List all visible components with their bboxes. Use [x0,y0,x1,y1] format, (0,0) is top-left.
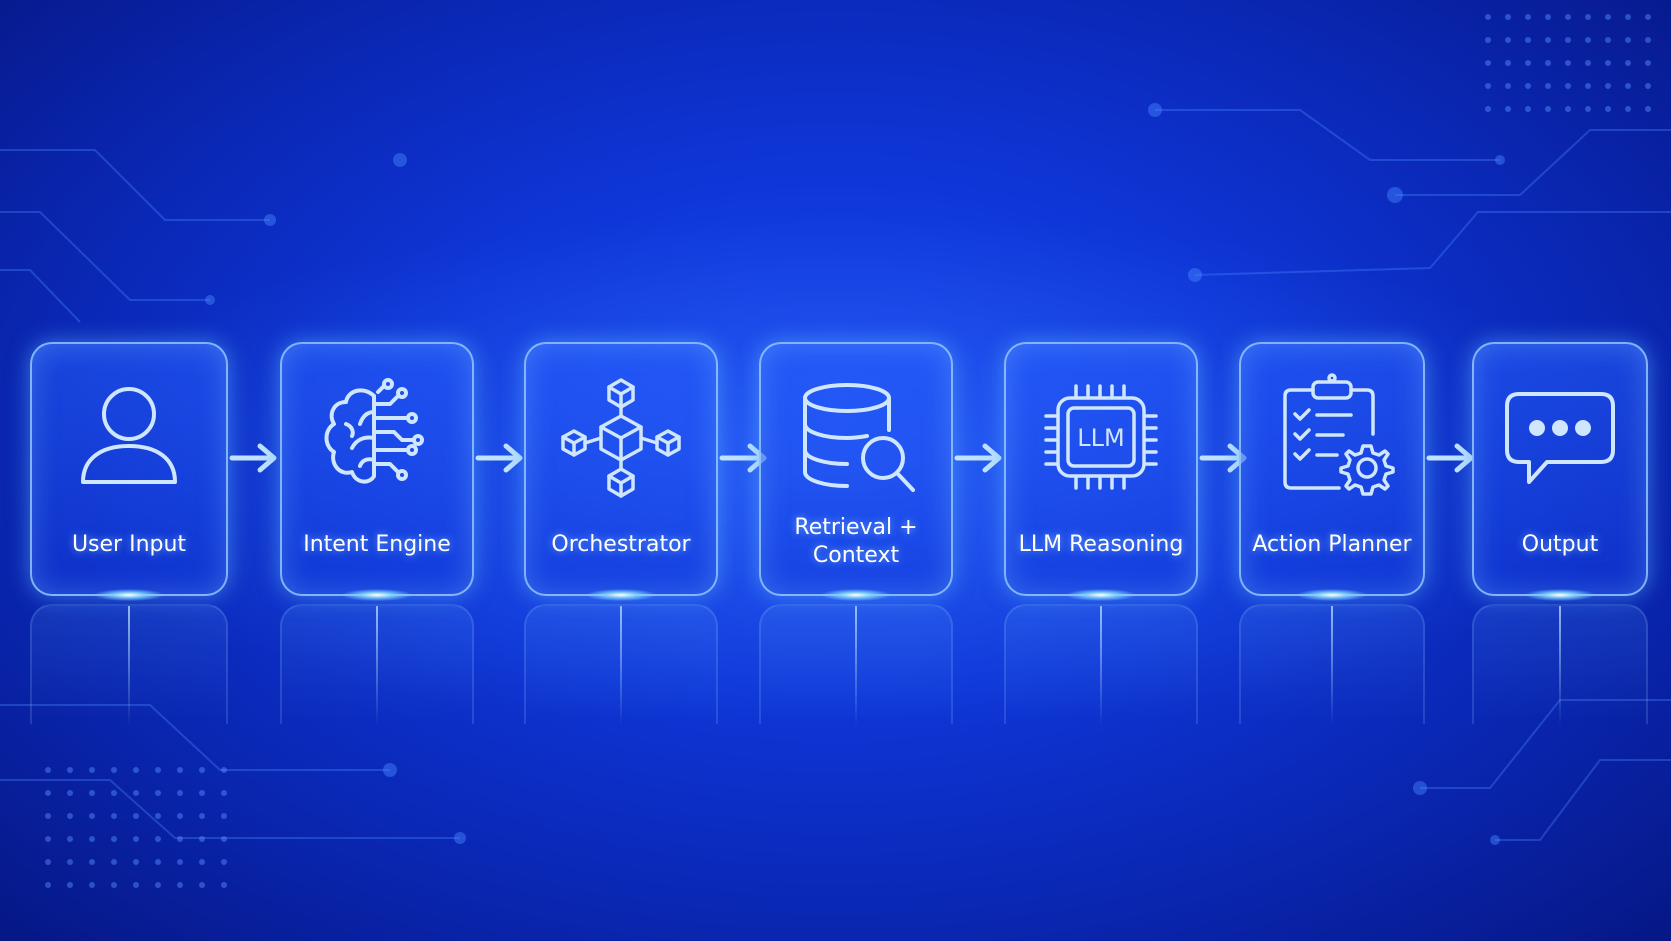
step-label: LLM Reasoning [1018,532,1184,557]
llm-chip-icon: LLM [1036,372,1166,502]
card-reflection [759,604,953,726]
step-retrieval-context: Retrieval + Context [759,342,953,601]
step-label: User Input [71,532,187,557]
card-reflection [524,604,718,726]
step-orchestrator: Orchestrator [524,342,718,601]
clipboard-gear-icon [1267,372,1397,502]
step-output: Output [1472,342,1648,601]
step-intent-engine: Intent Engine [280,342,474,601]
step-user-input: User Input [30,342,228,601]
card-reflection [280,604,474,726]
arrow-right-icon [228,441,280,475]
step-label: Retrieval + Context [794,515,918,568]
card-reflection [1004,604,1198,726]
connected-cubes-icon [556,372,686,502]
step-label: Intent Engine [303,532,451,557]
card-reflection [1472,604,1648,726]
step-llm-reasoning: LLM LLM Reasoning [1004,342,1198,601]
database-search-icon [791,372,921,502]
step-action-planner: Action Planner [1239,342,1425,601]
user-icon [64,372,194,502]
card-reflection [1239,604,1425,726]
chat-bubble-icon [1495,372,1625,502]
arrow-right-icon [474,441,526,475]
step-label: Orchestrator [551,532,691,557]
brain-circuit-icon [312,372,442,502]
chip-text: LLM [1077,424,1124,452]
arrow-right-icon [953,441,1005,475]
card-reflection [30,604,228,726]
step-label: Output [1521,532,1599,557]
step-label: Action Planner [1252,532,1412,557]
arrow-right-icon [1425,441,1477,475]
